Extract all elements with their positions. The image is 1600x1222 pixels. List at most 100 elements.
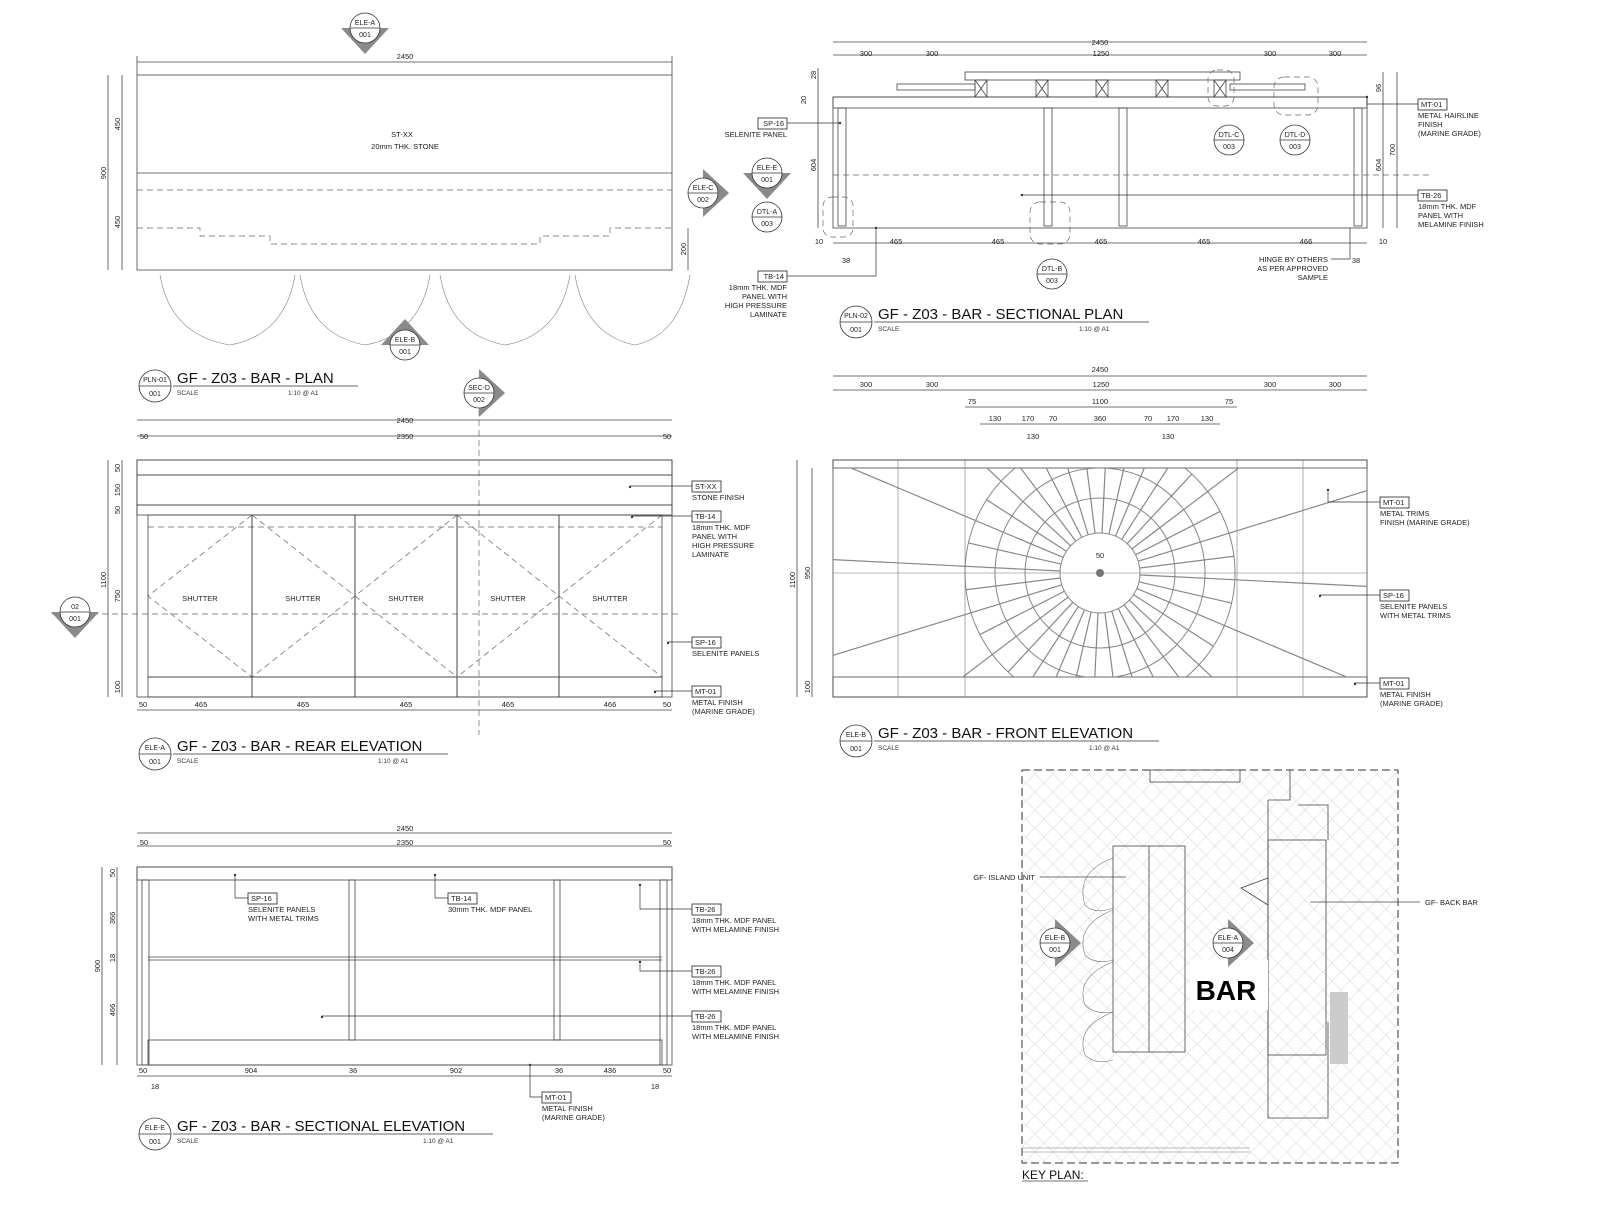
svg-text:003: 003 <box>761 221 773 228</box>
callout-note: LAMINATE <box>750 310 787 319</box>
dimension-value: 300 <box>926 49 939 58</box>
metal-plinth <box>147 676 663 698</box>
dim-50: 50 <box>113 464 122 472</box>
dim-28: 28 <box>809 71 818 79</box>
callout-note: PANEL WITH <box>742 292 787 301</box>
dim-466: 466 <box>108 1004 117 1017</box>
callout-tag: MT-01 <box>1383 498 1404 507</box>
ray <box>1138 490 1367 562</box>
svg-text:001: 001 <box>850 746 862 753</box>
dimension-value: 465 <box>400 700 413 709</box>
dimension-value: 75 <box>1225 397 1233 406</box>
shutter-label: SHUTTER <box>388 594 424 603</box>
dimension-value: 300 <box>1329 49 1342 58</box>
plan-view: 2450 450 450 900 200 ST-XX 20mm THK. STO… <box>99 12 729 403</box>
svg-text:GF - Z03 - BAR - SECTIONAL ELE: GF - Z03 - BAR - SECTIONAL ELEVATION <box>177 1118 465 1135</box>
svg-text:DTL-D: DTL-D <box>1285 132 1306 139</box>
ray <box>1114 468 1145 537</box>
ray <box>1101 468 1106 534</box>
island-unit-label: GF- ISLAND UNIT <box>973 873 1035 882</box>
callout-note: METAL HAIRLINE <box>1418 111 1479 120</box>
dim-900: 900 <box>93 960 102 973</box>
callout-tag: ST-XX <box>695 482 717 491</box>
svg-text:001: 001 <box>149 759 161 766</box>
dim-overall: 2450 <box>397 416 414 425</box>
ray <box>985 468 1072 547</box>
dim-950: 950 <box>803 567 812 580</box>
callout-tag: TB-14 <box>764 272 784 281</box>
callout-note: METAL FINISH <box>692 698 743 707</box>
callout-tag: MT-01 <box>545 1093 566 1102</box>
dimension-value: 465 <box>992 237 1005 246</box>
dimension-value: 300 <box>1329 380 1342 389</box>
svg-text:001: 001 <box>149 391 161 398</box>
shutter-label: SHUTTER <box>490 594 526 603</box>
dim-100: 100 <box>113 681 122 694</box>
svg-text:ELE-A: ELE-A <box>145 745 166 752</box>
svg-text:ELE-A: ELE-A <box>1218 935 1239 942</box>
dimension-value: 50 <box>139 1066 147 1075</box>
dim-inner: 2350 <box>397 432 414 441</box>
dimension-value: 70 <box>1144 414 1152 423</box>
ray <box>849 468 1064 559</box>
dim-200: 200 <box>679 243 688 256</box>
svg-text:ELE-A: ELE-A <box>355 20 376 27</box>
dimension-value: 904 <box>245 1066 258 1075</box>
blocking <box>974 79 1227 98</box>
callout-tag: SP-16 <box>695 638 716 647</box>
callout-tag: TB-26 <box>1421 191 1441 200</box>
ray <box>1126 473 1193 545</box>
callout-note: WITH METAL TRIMS <box>1380 611 1451 620</box>
dimension-value: 465 <box>890 237 903 246</box>
callout-note: HIGH PRESSURE <box>725 301 787 310</box>
ray <box>1032 606 1079 677</box>
callout-tag: SP-16 <box>251 894 272 903</box>
callout-note: SAMPLE <box>1298 273 1328 282</box>
dimension-value: 300 <box>860 380 873 389</box>
svg-text:ELE-E: ELE-E <box>145 1125 166 1132</box>
callout-note: PANEL WITH <box>692 532 737 541</box>
callout-note: HINGE BY OTHERS <box>1259 255 1328 264</box>
callout-note: STONE FINISH <box>692 493 744 502</box>
callout-tag: MT-01 <box>695 687 716 696</box>
key-plan-title: KEY PLAN: <box>1022 1168 1084 1182</box>
dimension-value: 75 <box>968 397 976 406</box>
svg-text:GF - Z03 - BAR - FRONT ELEVATI: GF - Z03 - BAR - FRONT ELEVATION <box>878 725 1133 742</box>
callout-tag: TB-14 <box>451 894 471 903</box>
dim-366: 366 <box>108 912 117 925</box>
shutter-label: SHUTTER <box>285 594 321 603</box>
dimension-value: 902 <box>450 1066 463 1075</box>
dim-18: 18 <box>151 1082 159 1091</box>
dim-overall: 2450 <box>397 824 414 833</box>
ray <box>961 596 1069 677</box>
callout-tag: TB-26 <box>695 1012 715 1021</box>
callout-note: WITH MELAMINE FINISH <box>692 1032 779 1041</box>
countertop-outline <box>136 74 673 271</box>
